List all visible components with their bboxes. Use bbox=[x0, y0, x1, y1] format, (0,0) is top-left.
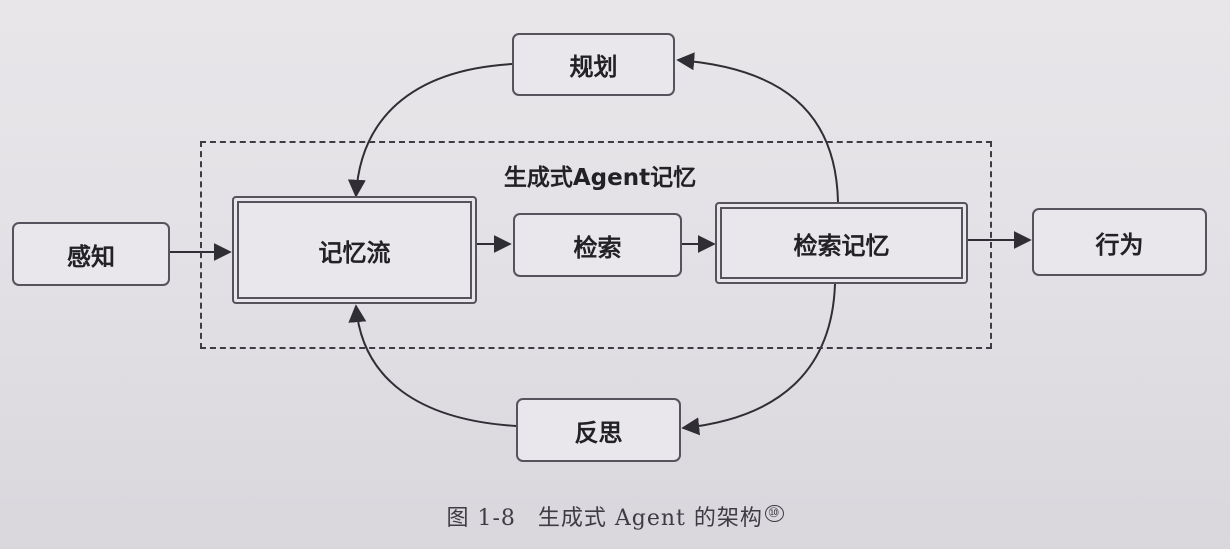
node-perceive: 感知 bbox=[12, 222, 170, 286]
generative-agent-memory-region bbox=[200, 141, 992, 349]
node-retrieved-memory: 检索记忆 bbox=[715, 202, 968, 284]
arrow-retrieved-memory-to-plan bbox=[676, 52, 839, 203]
node-plan: 规划 bbox=[512, 33, 675, 96]
figure-title: 生成式 Agent 的架构 bbox=[537, 506, 763, 531]
arrow-reflect-to-memory-stream bbox=[348, 304, 517, 427]
node-reflect: 反思 bbox=[516, 398, 681, 462]
region-title: 生成式Agent记忆 bbox=[503, 165, 697, 191]
figure-number: 图 1-8 bbox=[446, 506, 516, 531]
arrow-retrieved-memory-to-reflect bbox=[681, 283, 836, 436]
arrow-plan-to-memory-stream bbox=[347, 63, 513, 198]
footnote-mark: ⑩ bbox=[764, 504, 784, 522]
node-act: 行为 bbox=[1032, 208, 1207, 276]
node-retrieve: 检索 bbox=[513, 213, 682, 277]
node-memory-stream: 记忆流 bbox=[232, 196, 477, 304]
